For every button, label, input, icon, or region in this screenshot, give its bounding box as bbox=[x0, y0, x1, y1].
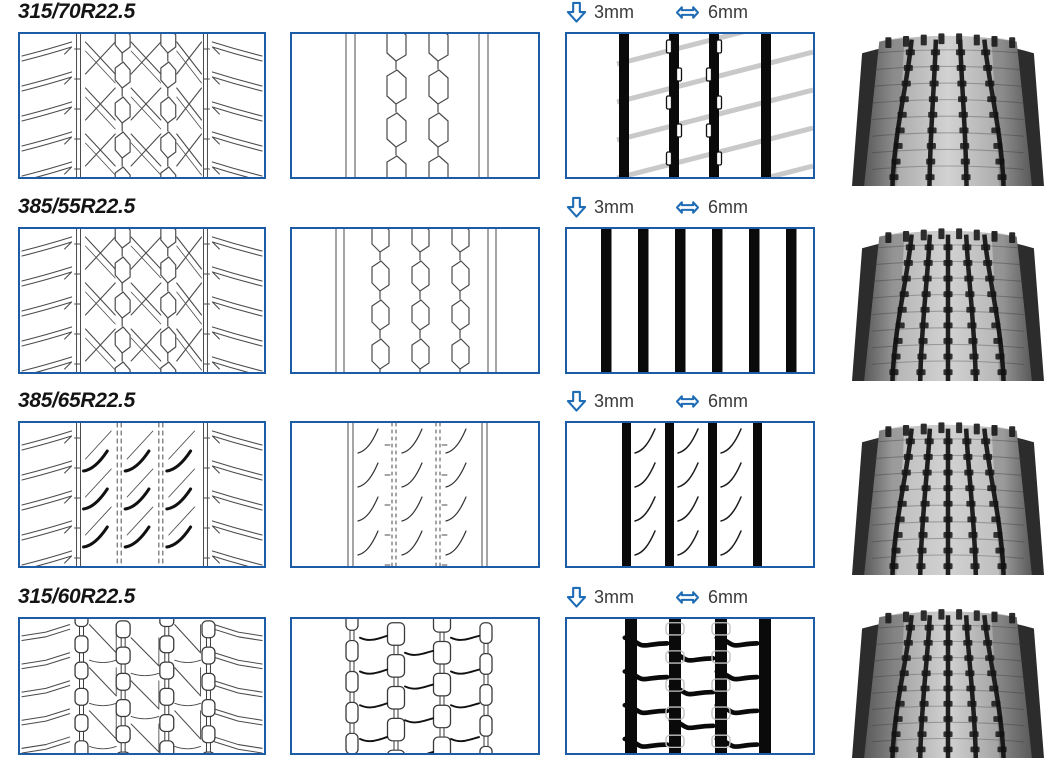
tread-depth-value: 3mm bbox=[594, 587, 634, 607]
groove-width-value: 6mm bbox=[708, 391, 748, 411]
size-row-3: 385/65R22.5 3mm 6mm bbox=[0, 389, 1060, 584]
arrow-left-right-icon bbox=[674, 588, 701, 607]
full-tread-diagram bbox=[18, 227, 266, 374]
arrow-down-icon bbox=[566, 196, 587, 219]
tire-photo bbox=[852, 600, 1044, 758]
measurement-annotations: 3mm 6mm bbox=[566, 586, 748, 609]
arrow-left-right-icon bbox=[674, 3, 701, 22]
full-tread-diagram bbox=[18, 32, 266, 179]
size-row-1: 315/70R22.5 3mm 6mm bbox=[0, 0, 1060, 195]
tire-size-label: 385/55R22.5 bbox=[18, 195, 135, 218]
measurement-annotations: 3mm 6mm bbox=[566, 1, 748, 24]
tread-depth-value: 3mm bbox=[594, 197, 634, 217]
worn-tread-diagram bbox=[565, 421, 815, 568]
worn-tread-diagram bbox=[565, 617, 815, 755]
size-row-2: 385/55R22.5 3mm 6mm bbox=[0, 195, 1060, 390]
intermediate-tread-diagram bbox=[290, 32, 540, 179]
intermediate-tread-diagram bbox=[290, 617, 540, 755]
tire-photo bbox=[852, 219, 1044, 381]
full-tread-diagram bbox=[18, 421, 266, 568]
tread-depth-value: 3mm bbox=[594, 391, 634, 411]
groove-width-value: 6mm bbox=[708, 587, 748, 607]
worn-tread-diagram bbox=[565, 227, 815, 374]
groove-width-value: 6mm bbox=[708, 197, 748, 217]
tread-depth-value: 3mm bbox=[594, 2, 634, 22]
arrow-left-right-icon bbox=[674, 198, 701, 217]
measurement-annotations: 3mm 6mm bbox=[566, 196, 748, 219]
arrow-down-icon bbox=[566, 586, 587, 609]
tire-size-label: 385/65R22.5 bbox=[18, 389, 135, 412]
size-row-4: 315/60R22.5 3mm 6mm bbox=[0, 585, 1060, 759]
measurement-annotations: 3mm 6mm bbox=[566, 390, 748, 413]
intermediate-tread-diagram bbox=[290, 421, 540, 568]
worn-tread-diagram bbox=[565, 32, 815, 179]
tire-photo bbox=[852, 24, 1044, 186]
full-tread-diagram bbox=[18, 617, 266, 755]
tire-photo bbox=[852, 413, 1044, 575]
arrow-down-icon bbox=[566, 1, 587, 24]
intermediate-tread-diagram bbox=[290, 227, 540, 374]
tire-size-label: 315/70R22.5 bbox=[18, 0, 135, 23]
arrow-down-icon bbox=[566, 390, 587, 413]
tire-size-label: 315/60R22.5 bbox=[18, 585, 135, 608]
groove-width-value: 6mm bbox=[708, 2, 748, 22]
arrow-left-right-icon bbox=[674, 392, 701, 411]
